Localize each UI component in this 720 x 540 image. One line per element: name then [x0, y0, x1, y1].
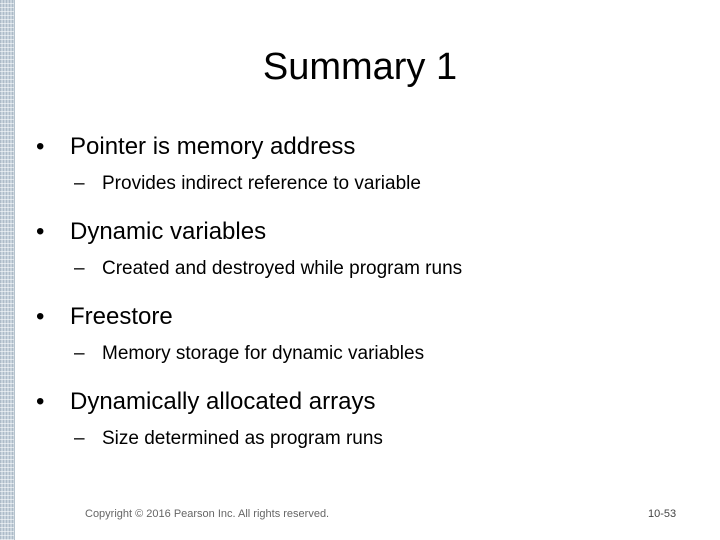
- sub-bullet-text: Memory storage for dynamic variables: [102, 343, 425, 364]
- sub-bullet-dash: –: [74, 173, 85, 194]
- decorative-side-strip: [0, 0, 15, 540]
- sub-bullet-dash: –: [74, 343, 85, 364]
- sub-bullet-item-1: –Provides indirect reference to variable: [74, 172, 421, 196]
- sub-bullet-text: Size determined as program runs: [102, 428, 383, 449]
- bullet-text: Dynamic variables: [70, 218, 267, 245]
- sub-bullet-item-2: –Created and destroyed while program run…: [74, 257, 462, 281]
- sub-bullet-item-3: –Memory storage for dynamic variables: [74, 342, 424, 366]
- bullet-text: Freestore: [70, 303, 173, 330]
- bullet-item-3: • Freestore: [36, 302, 173, 332]
- slide-title-text: Summary 1: [262, 46, 458, 88]
- bullet-dot: •: [36, 218, 45, 245]
- footer-page-number: 10-53: [648, 508, 677, 520]
- bullet-item-4: • Dynamically allocated arrays: [36, 387, 375, 417]
- sub-bullet-text: Created and destroyed while program runs: [102, 258, 463, 279]
- slide-title: Summary 1: [0, 43, 720, 91]
- sub-bullet-item-4: –Size determined as program runs: [74, 427, 383, 451]
- sub-bullet-text: Provides indirect reference to variable: [102, 173, 421, 194]
- bullet-item-2: • Dynamic variables: [36, 217, 266, 247]
- bullet-item-1: • Pointer is memory address: [36, 132, 355, 162]
- sub-bullet-dash: –: [74, 258, 85, 279]
- bullet-text: Pointer is memory address: [70, 133, 356, 160]
- sub-bullet-dash: –: [74, 428, 85, 449]
- bullet-dot: •: [36, 388, 45, 415]
- bullet-text: Dynamically allocated arrays: [70, 388, 376, 415]
- bullet-dot: •: [36, 303, 45, 330]
- footer-copyright: Copyright © 2016 Pearson Inc. All rights…: [85, 508, 330, 520]
- bullet-dot: •: [36, 133, 45, 160]
